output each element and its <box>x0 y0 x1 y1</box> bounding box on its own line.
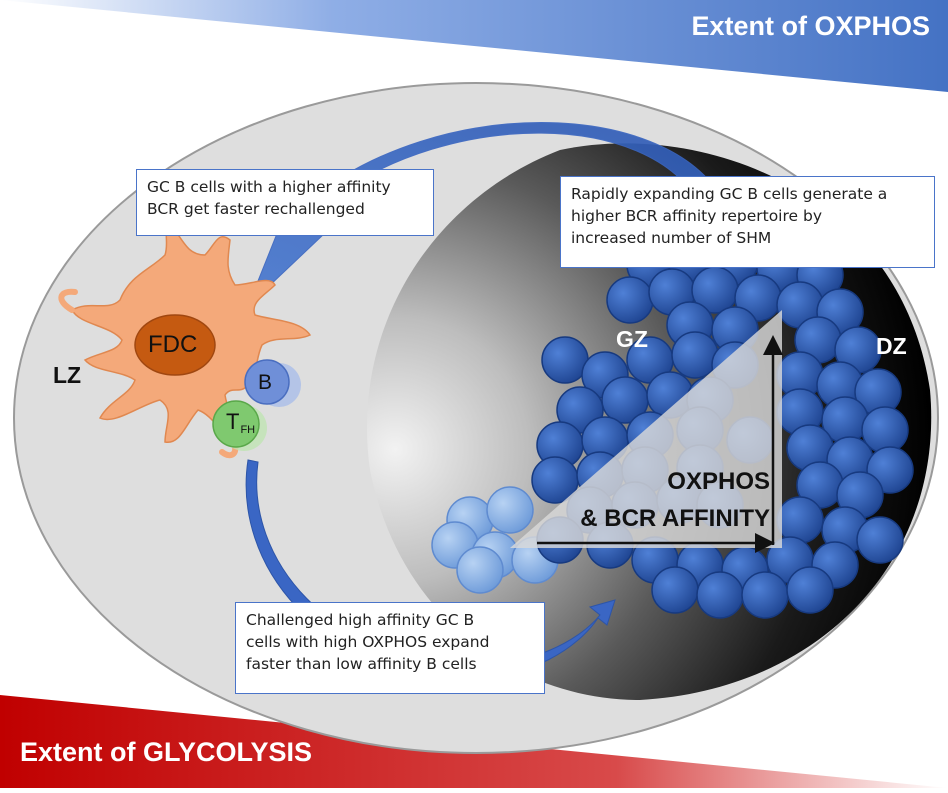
note-line: Challenged high affinity GC B <box>246 611 475 629</box>
gc-b-cell <box>741 571 789 619</box>
note-line: higher BCR affinity repertoire by <box>571 207 822 225</box>
gc-b-cell <box>776 496 824 544</box>
expanding-note-box: Rapidly expanding GC B cells generate a … <box>560 176 935 268</box>
gc-b-cell <box>696 571 744 619</box>
oxphos-banner-title: Extent of OXPHOS <box>691 11 930 41</box>
gc-b-cell <box>606 276 654 324</box>
challenged-note-box: Challenged high affinity GC B cells with… <box>235 602 545 694</box>
fdc-tendril <box>58 288 78 313</box>
fdc-label: FDC <box>148 331 198 358</box>
triangle-oxphos-label: OXPHOS <box>667 468 770 495</box>
tfh-cell <box>212 400 260 448</box>
gc-b-cell <box>856 516 904 564</box>
grey-zone-label: GZ <box>616 326 648 352</box>
note-line: BCR get faster rechallenged <box>147 200 365 218</box>
oxphos-banner <box>0 0 948 92</box>
note-line: cells with high OXPHOS expand <box>246 633 490 651</box>
tfh-subscript: FH <box>240 424 256 436</box>
gc-b-cell <box>486 486 534 534</box>
gc-b-cell <box>786 566 834 614</box>
triangle-affinity-label: & BCR AFFINITY <box>580 505 770 532</box>
b-cell-label: B <box>258 371 273 394</box>
gc-b-cell <box>541 336 589 384</box>
note-line: faster than low affinity B cells <box>246 655 477 673</box>
affinity-triangle <box>510 310 782 548</box>
fdc-nucleus <box>134 314 216 376</box>
light-zone-label: LZ <box>53 362 82 388</box>
gc-b-cell <box>651 566 699 614</box>
dark-zone-label: DZ <box>876 333 907 359</box>
tfh-cell-label: TFH <box>226 409 255 436</box>
note-line: Rapidly expanding GC B cells generate a <box>571 185 888 203</box>
gc-b-cell <box>671 331 719 379</box>
tfh-main-text: T <box>226 409 240 434</box>
note-line: GC B cells with a higher affinity <box>147 178 391 196</box>
rechallenge-note-box: GC B cells with a higher affinity BCR ge… <box>136 169 434 236</box>
glycolysis-banner-title: Extent of GLYCOLYSIS <box>20 737 313 767</box>
b-cell <box>244 359 290 405</box>
note-line: increased number of SHM <box>571 229 772 247</box>
gc-b-cell <box>456 546 504 594</box>
